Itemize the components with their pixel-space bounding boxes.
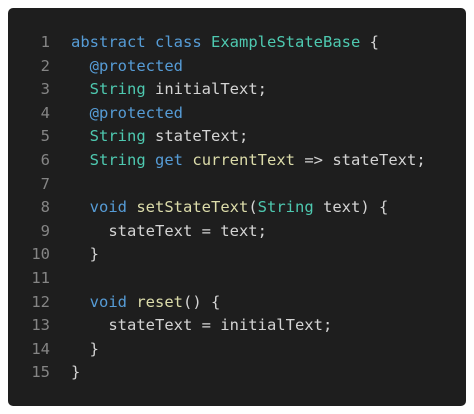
code-token bbox=[127, 198, 136, 216]
code-token: } bbox=[71, 339, 99, 358]
code-token: String bbox=[89, 80, 146, 99]
code-text: void reset() { bbox=[71, 291, 221, 315]
code-token: ExampleStateBase bbox=[211, 33, 361, 51]
code-token: } bbox=[71, 245, 99, 264]
code-token: text) { bbox=[313, 198, 389, 217]
code-line: 8 void setStateText(String text) { bbox=[8, 196, 466, 220]
code-token bbox=[71, 104, 90, 122]
line-number: 15 bbox=[31, 363, 50, 382]
code-token: String bbox=[89, 150, 146, 169]
line-number: 3 bbox=[40, 80, 50, 99]
code-token: setStateText bbox=[136, 198, 249, 217]
code-text: @protected bbox=[71, 55, 183, 79]
code-token: stateText; bbox=[145, 127, 249, 146]
line-number: 6 bbox=[40, 150, 50, 169]
code-token bbox=[127, 293, 136, 311]
code-token: initialText; bbox=[145, 80, 267, 99]
code-token: void bbox=[89, 292, 127, 311]
code-text: stateText = initialText; bbox=[71, 314, 332, 338]
code-line: 7 bbox=[8, 173, 466, 197]
code-line: 3 String initialText; bbox=[8, 78, 466, 102]
code-token: @protected bbox=[89, 56, 183, 75]
code-token bbox=[202, 33, 211, 51]
code-text: } bbox=[71, 243, 99, 267]
code-token: stateText = text; bbox=[71, 221, 267, 240]
code-token: class bbox=[155, 33, 202, 51]
code-token: } bbox=[71, 363, 81, 382]
line-number: 4 bbox=[40, 103, 50, 122]
code-text: } bbox=[71, 361, 80, 385]
code-token bbox=[183, 151, 192, 169]
line-number: 5 bbox=[40, 127, 50, 146]
code-token: => stateText; bbox=[295, 150, 426, 169]
code-token: @protected bbox=[89, 103, 183, 122]
code-line: 5 String stateText; bbox=[8, 125, 466, 149]
line-number: 1 bbox=[40, 33, 50, 51]
code-line: 11 bbox=[8, 267, 466, 291]
code-text: String get currentText => stateText; bbox=[71, 149, 426, 173]
code-text: stateText = text; bbox=[71, 220, 267, 244]
code-token: String bbox=[89, 127, 146, 146]
code-text: void setStateText(String text) { bbox=[71, 196, 389, 220]
line-number: 7 bbox=[40, 174, 50, 193]
code-token: stateText = initialText; bbox=[71, 316, 333, 335]
code-text: String stateText; bbox=[71, 125, 249, 149]
line-number: 14 bbox=[31, 339, 50, 358]
line-number: 9 bbox=[40, 221, 50, 240]
code-text: abstract class ExampleStateBase { bbox=[71, 31, 379, 55]
code-token bbox=[71, 151, 90, 169]
code-line: 13 stateText = initialText; bbox=[8, 314, 466, 338]
line-number: 12 bbox=[31, 292, 50, 311]
code-token: ( bbox=[248, 198, 258, 217]
code-line: 12 void reset() { bbox=[8, 291, 466, 315]
code-line: 1 abstract class ExampleStateBase { bbox=[8, 31, 466, 55]
code-line: 6 String get currentText => stateText; bbox=[8, 149, 466, 173]
code-token: void bbox=[89, 198, 127, 217]
line-number: 8 bbox=[40, 198, 50, 217]
code-line: 14 } bbox=[8, 338, 466, 362]
code-token: currentText bbox=[192, 150, 296, 169]
code-text: @protected bbox=[71, 102, 183, 126]
code-line: 15} bbox=[8, 361, 466, 385]
code-token bbox=[71, 127, 90, 145]
line-number: 10 bbox=[31, 245, 50, 264]
code-line: 9 stateText = text; bbox=[8, 220, 466, 244]
code-line: 2 @protected bbox=[8, 55, 466, 79]
code-token bbox=[146, 33, 155, 51]
code-token: get bbox=[155, 150, 184, 169]
code-text: } bbox=[71, 338, 99, 362]
code-token: abstract bbox=[71, 33, 146, 51]
code-token: { bbox=[360, 33, 379, 51]
code-token bbox=[71, 293, 90, 311]
code-token bbox=[71, 80, 90, 98]
line-number: 13 bbox=[31, 316, 50, 335]
code-token bbox=[71, 57, 90, 75]
code-line: 10 } bbox=[8, 243, 466, 267]
line-number: 11 bbox=[31, 268, 50, 287]
code-text: String initialText; bbox=[71, 78, 267, 102]
code-token: reset bbox=[136, 292, 184, 311]
code-token: () { bbox=[183, 292, 221, 311]
code-token bbox=[71, 198, 90, 216]
line-number: 2 bbox=[40, 56, 50, 75]
code-token: String bbox=[257, 198, 314, 217]
code-token bbox=[146, 151, 155, 169]
code-line: 4 @protected bbox=[8, 102, 466, 126]
